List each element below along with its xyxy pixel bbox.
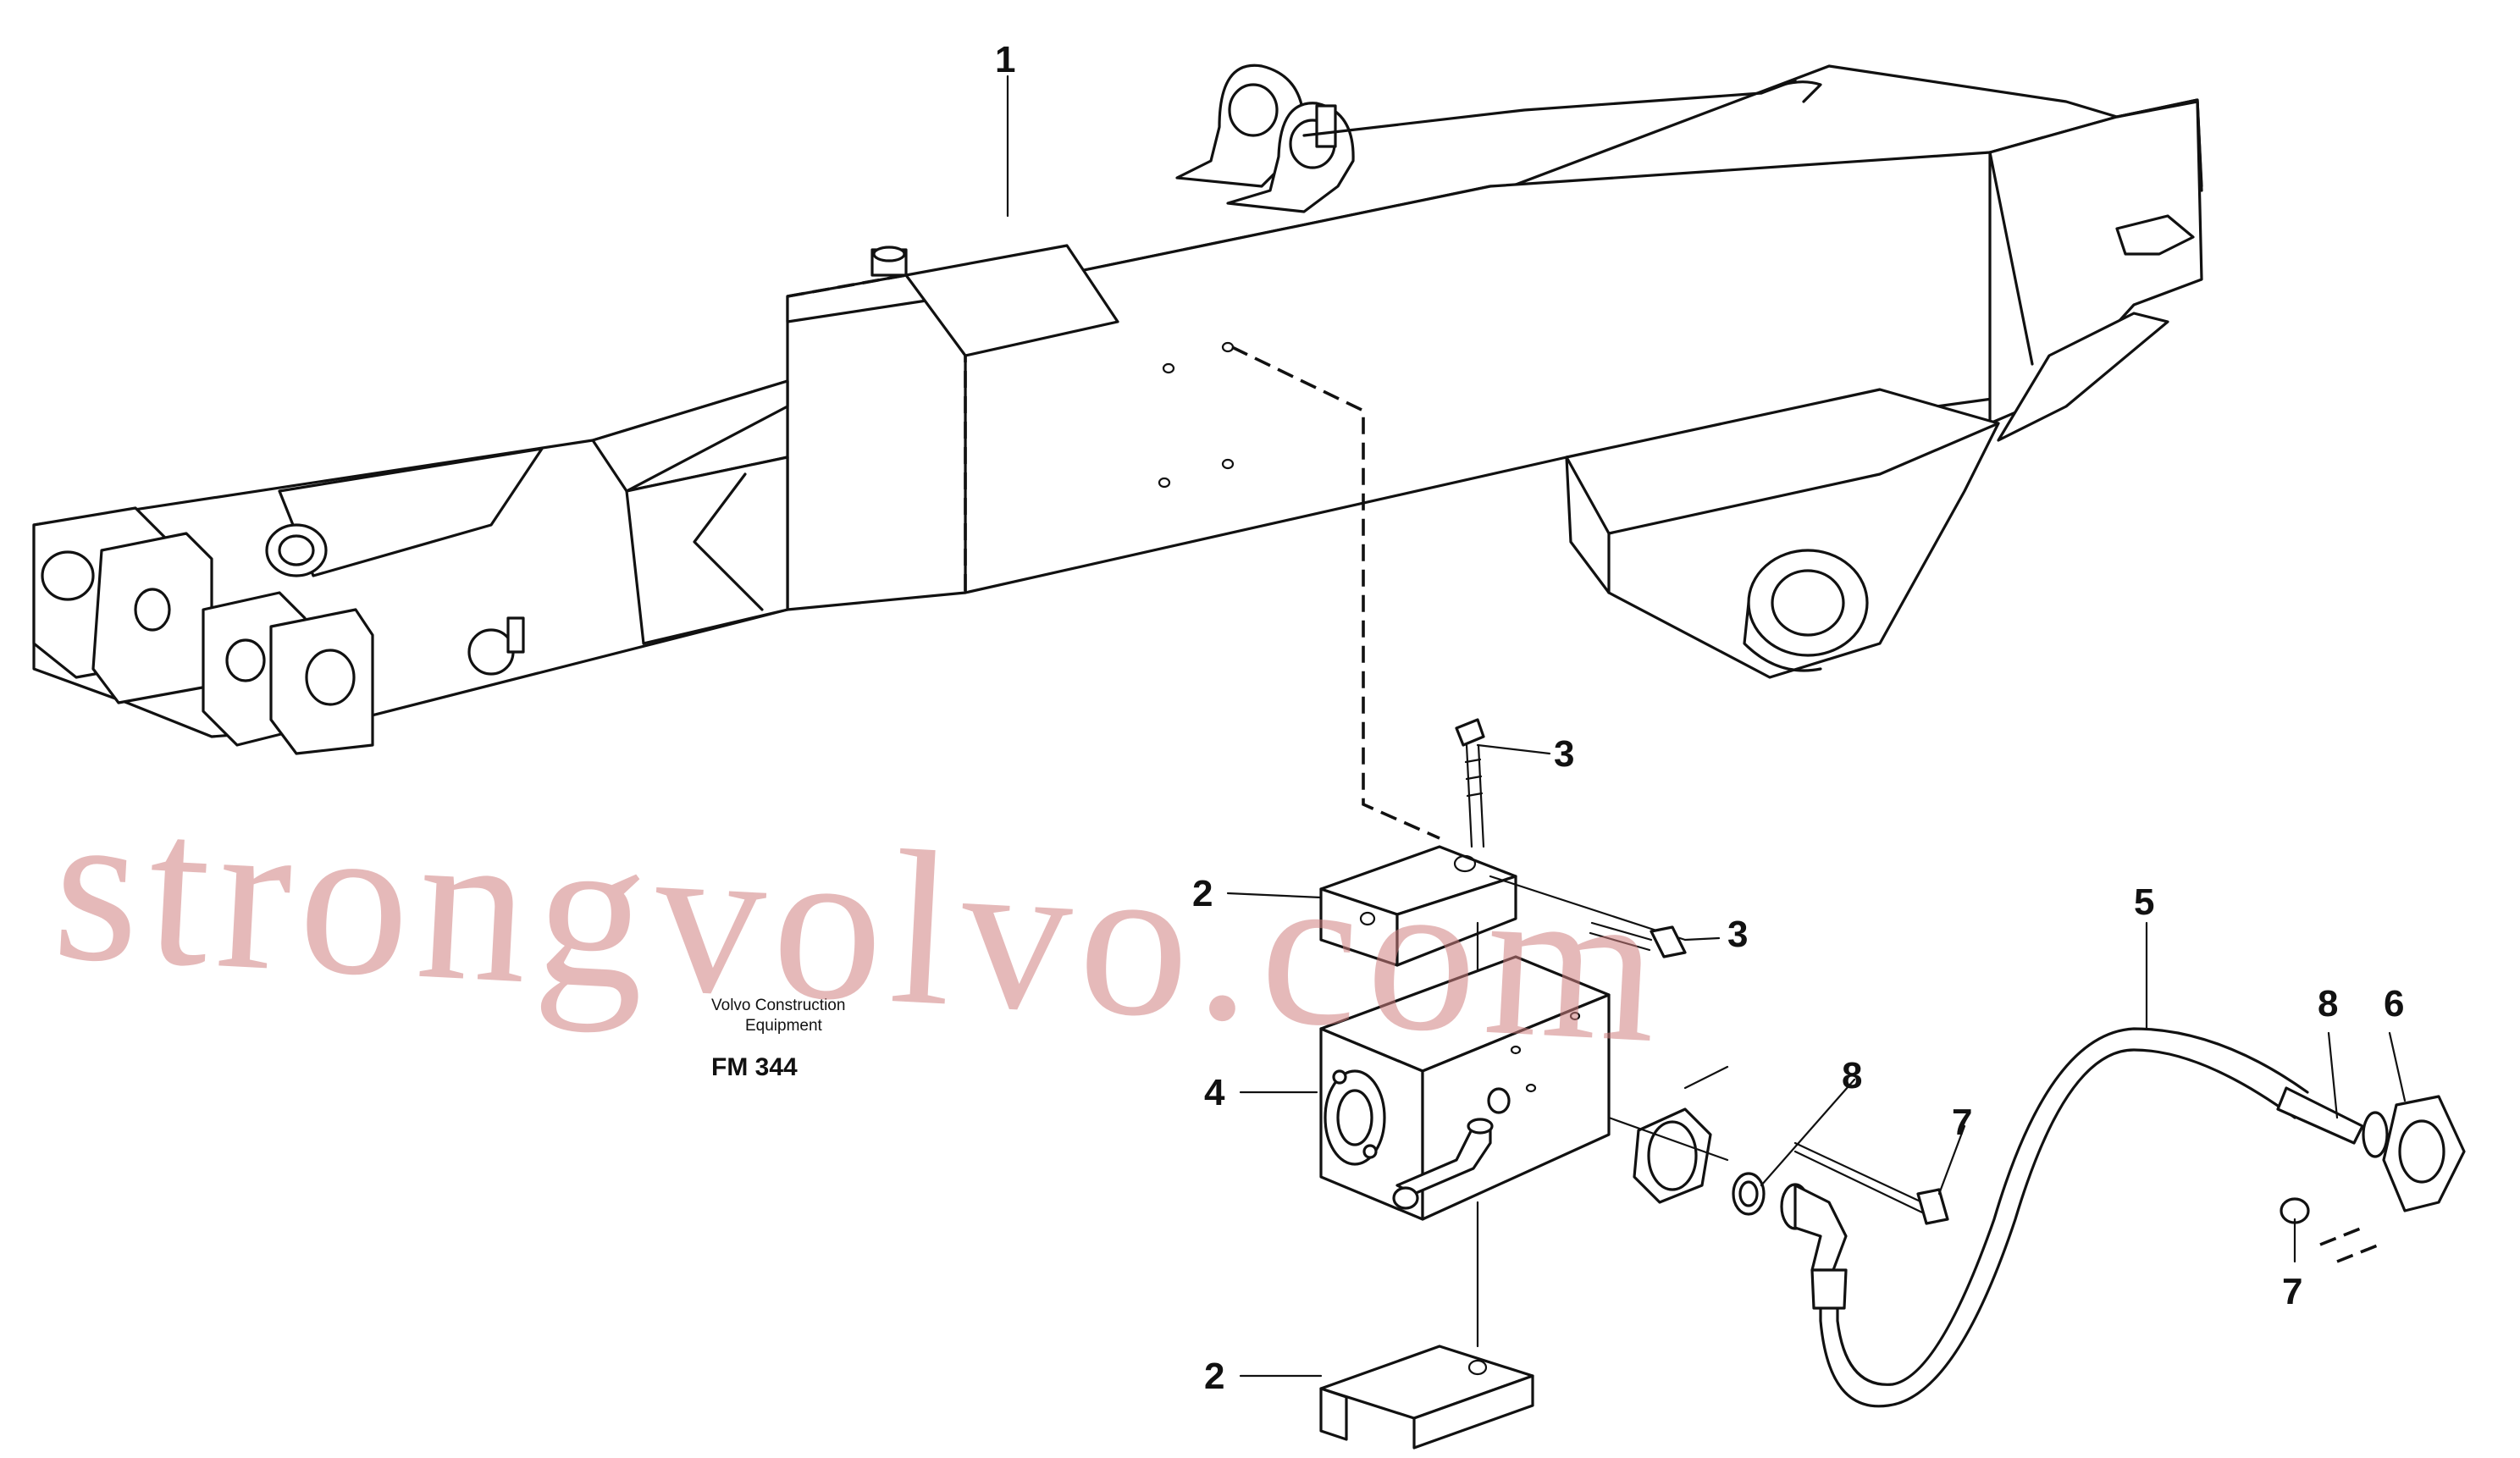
hose-fitting (1780, 1183, 1848, 1272)
callout-2-bottom: 2 (1204, 1356, 1224, 1397)
o-ring-right (2362, 1111, 2389, 1158)
fixing-screw-left (1793, 1141, 1949, 1225)
upper-bracket (1319, 845, 1517, 967)
end-flange (2382, 1095, 2466, 1212)
callout-2-top: 2 (1192, 873, 1213, 914)
watermark: strongvolvo.com (48, 761, 1672, 1089)
callout-7-right: 7 (2282, 1271, 2302, 1312)
publisher-line-2: Equipment (745, 1017, 823, 1035)
callout-6: 6 (2384, 983, 2404, 1024)
callout-3-side: 3 (1727, 914, 1748, 955)
figure-code: FM 344 (711, 1053, 798, 1081)
callout-8-left: 8 (1842, 1055, 1862, 1096)
callout-5: 5 (2134, 881, 2154, 923)
publisher-line-1: Volvo Construction (711, 997, 845, 1014)
callout-1: 1 (995, 39, 1015, 80)
pipe-flange (1607, 1065, 1729, 1204)
callout-8-right: 8 (2318, 983, 2338, 1024)
callout-4: 4 (1204, 1072, 1225, 1113)
fixing-screw-right (2280, 1197, 2380, 1263)
boom-arm (32, 64, 2203, 755)
horizontal-bolt (1489, 875, 1687, 958)
vertical-bolt (1455, 718, 1485, 848)
callout-3-top: 3 (1554, 733, 1574, 775)
assembly-line (1231, 345, 1440, 840)
valve-block (1319, 955, 1611, 1221)
callout-7-left: 7 (1952, 1102, 1972, 1143)
lower-bracket (1319, 1345, 1534, 1450)
hydraulic-hose (1810, 1027, 2364, 1408)
o-ring (1732, 1172, 1766, 1216)
leader-lines (1006, 75, 2407, 1378)
